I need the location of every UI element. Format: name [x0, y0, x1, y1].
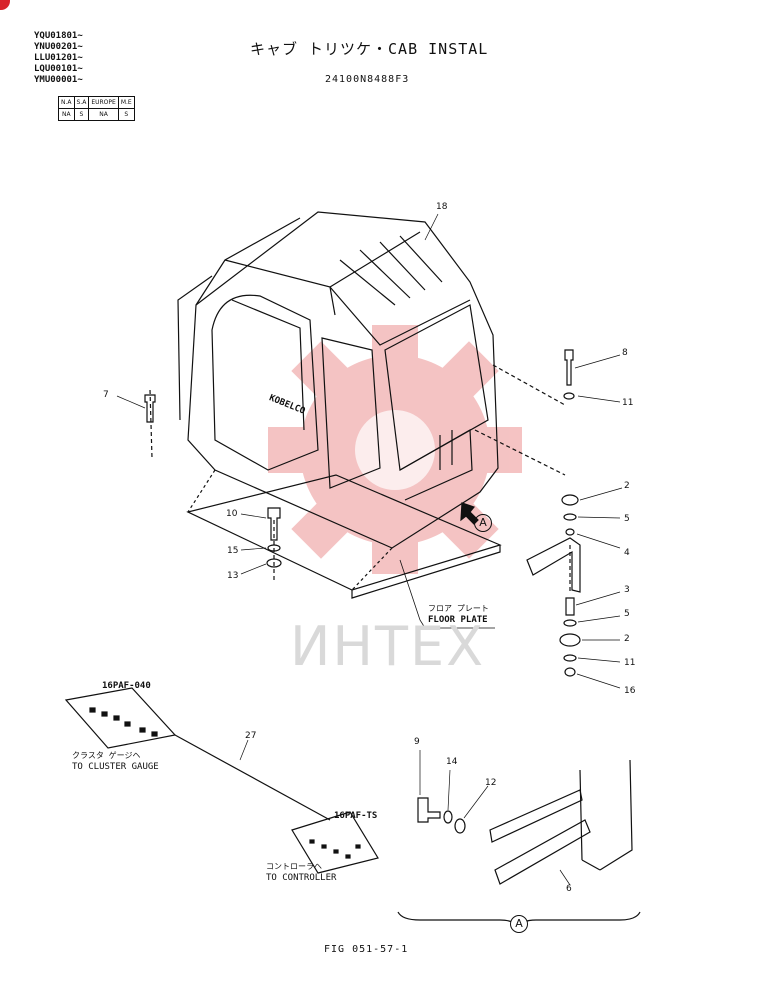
- controller-label-jp: コントローラヘ: [266, 862, 322, 871]
- callout-2: 2: [624, 481, 630, 491]
- callout-7: 7: [103, 390, 109, 400]
- serial-line: LQU00101~: [34, 64, 83, 74]
- callout-11b: 11: [624, 658, 636, 668]
- cluster-gauge-label-jp: クラスタ ゲージヘ: [72, 751, 141, 760]
- mount-2-icon: [561, 494, 579, 506]
- callout-14: 14: [446, 757, 458, 767]
- callout-27: 27: [245, 731, 257, 741]
- callout-5: 5: [624, 514, 630, 524]
- nut-4-icon: [565, 528, 575, 536]
- cab-door: [211, 294, 319, 471]
- callout-5b: 5: [624, 609, 630, 619]
- callout-11: 11: [622, 398, 634, 408]
- collar-3-icon: [565, 597, 575, 616]
- bolt-7-icon: [144, 394, 156, 423]
- callout-3: 3: [624, 585, 630, 595]
- callout-18: 18: [436, 202, 448, 212]
- washer-15-icon: [267, 544, 281, 552]
- market-value: S: [73, 108, 90, 121]
- market-table: N.A S.A EUROPE M.E NA S NA S: [58, 96, 135, 121]
- washer-11-icon: [563, 392, 575, 400]
- page-title: キャブ トリツケ・CAB INSTAL: [250, 40, 489, 58]
- serial-line: YMU00001~: [34, 75, 83, 85]
- watermark-text: ИНТЕХ: [290, 615, 486, 678]
- serial-line: YNU00201~: [34, 42, 83, 52]
- serial-line: LLU01201~: [34, 53, 83, 63]
- market-header: N.A: [58, 96, 75, 109]
- market-header: M.E: [117, 96, 135, 109]
- callout-2b: 2: [624, 634, 630, 644]
- nut-16-icon: [564, 667, 576, 677]
- section-marker-a-detail: A: [510, 915, 528, 933]
- controller-label: TO CONTROLLER: [266, 873, 337, 883]
- callout-8: 8: [622, 348, 628, 358]
- callout-9: 9: [414, 737, 420, 747]
- part-number: 24100N8488F3: [325, 74, 410, 85]
- connector-16paf-040-icon: [64, 687, 177, 749]
- bolt-8-icon: [564, 349, 574, 386]
- bolt-9-icon: [417, 797, 441, 823]
- market-value: NA: [58, 108, 75, 121]
- serial-line: YQU01801~: [34, 31, 83, 41]
- washer-5-icon: [563, 513, 577, 521]
- corner-badge-icon: [0, 0, 10, 10]
- floor-plate-label: FLOOR PLATE: [428, 615, 488, 625]
- market-header: S.A: [73, 96, 90, 109]
- market-value: NA: [88, 108, 119, 121]
- market-value: S: [117, 108, 135, 121]
- market-header: EUROPE: [88, 96, 119, 109]
- cab-body: [187, 211, 499, 549]
- callout-13: 13: [227, 571, 239, 581]
- connector-16paf-ts-icon: [291, 811, 379, 874]
- figure-label: FIG 051-57-1: [324, 944, 409, 955]
- bolt-10-icon: [267, 507, 281, 541]
- callout-16: 16: [624, 686, 636, 696]
- section-marker-a: A: [474, 514, 492, 532]
- callout-6: 6: [566, 884, 572, 894]
- serial-list: YQU01801~ YNU00201~ LLU01201~ LQU00101~ …: [34, 31, 83, 86]
- mount-2b-icon: [559, 633, 581, 647]
- connector-top-label: 16PAF-040: [102, 681, 151, 691]
- callout-15: 15: [227, 546, 239, 556]
- connector-bottom-label: 16PAF-TS: [334, 811, 378, 821]
- cluster-gauge-label: TO CLUSTER GAUGE: [72, 762, 159, 772]
- callout-10: 10: [226, 509, 238, 519]
- floor-plate-label-jp: フロア プレート: [428, 604, 489, 613]
- callout-4: 4: [624, 548, 630, 558]
- mount-plate-6: [489, 789, 583, 843]
- washer-13-icon: [266, 558, 282, 568]
- callout-12: 12: [485, 778, 497, 788]
